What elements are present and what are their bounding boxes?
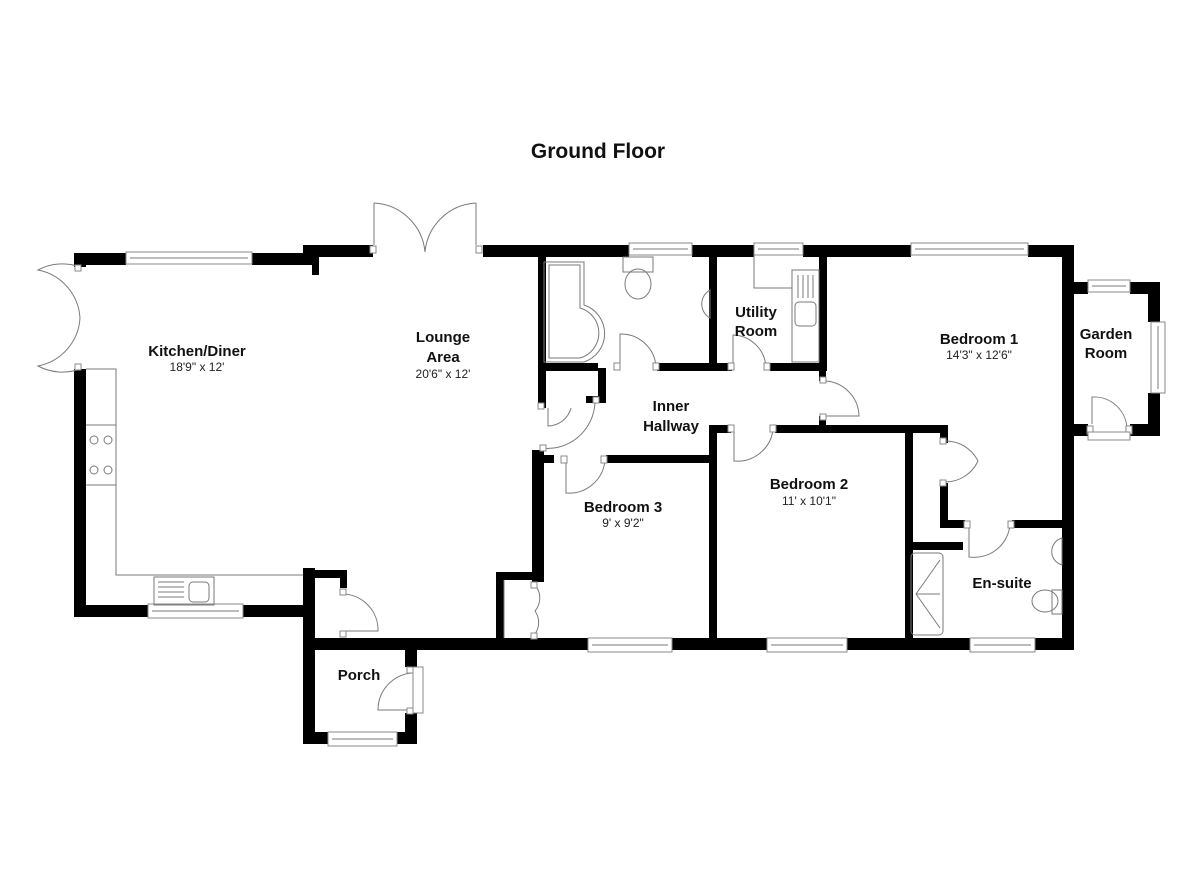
hallway-name-line2: Hallway	[643, 418, 700, 435]
kitchen-dims: 18'9" x 12'	[170, 360, 225, 374]
bedroom2-dims: 11' x 10'1"	[782, 494, 836, 508]
ensuite-name: En-suite	[972, 575, 1031, 592]
lounge-name-line1: Lounge	[416, 329, 470, 346]
bedroom3-name: Bedroom 3	[584, 499, 662, 516]
kitchen-name: Kitchen/Diner	[148, 343, 246, 360]
garden-name-line2: Room	[1085, 345, 1128, 362]
windows	[125, 242, 1166, 747]
kitchen-french-doors	[36, 263, 82, 373]
utility-name-line1: Utility	[735, 304, 777, 321]
walls	[74, 245, 1160, 744]
floor-title: Ground Floor	[531, 140, 665, 163]
porch-side-window	[412, 666, 424, 714]
bedroom1-dims: 14'3" x 12'6"	[946, 348, 1012, 362]
hallway-name-line1: Inner	[653, 398, 690, 415]
utility-name-line2: Room	[735, 323, 778, 340]
porch-name: Porch	[338, 667, 381, 684]
doors	[36, 202, 1133, 715]
fixtures	[86, 255, 1063, 636]
bedroom2-name: Bedroom 2	[770, 476, 848, 493]
room-labels: Kitchen/Diner 18'9" x 12' Lounge Area 20…	[148, 304, 1132, 684]
bedroom3-dims: 9' x 9'2"	[602, 516, 644, 530]
bedroom1-name: Bedroom 1	[940, 331, 1018, 348]
lounge-dims: 20'6" x 12'	[416, 367, 471, 381]
lounge-french-doors	[369, 202, 483, 254]
garden-name-line1: Garden	[1080, 326, 1133, 343]
lounge-name-line2: Area	[426, 349, 460, 366]
